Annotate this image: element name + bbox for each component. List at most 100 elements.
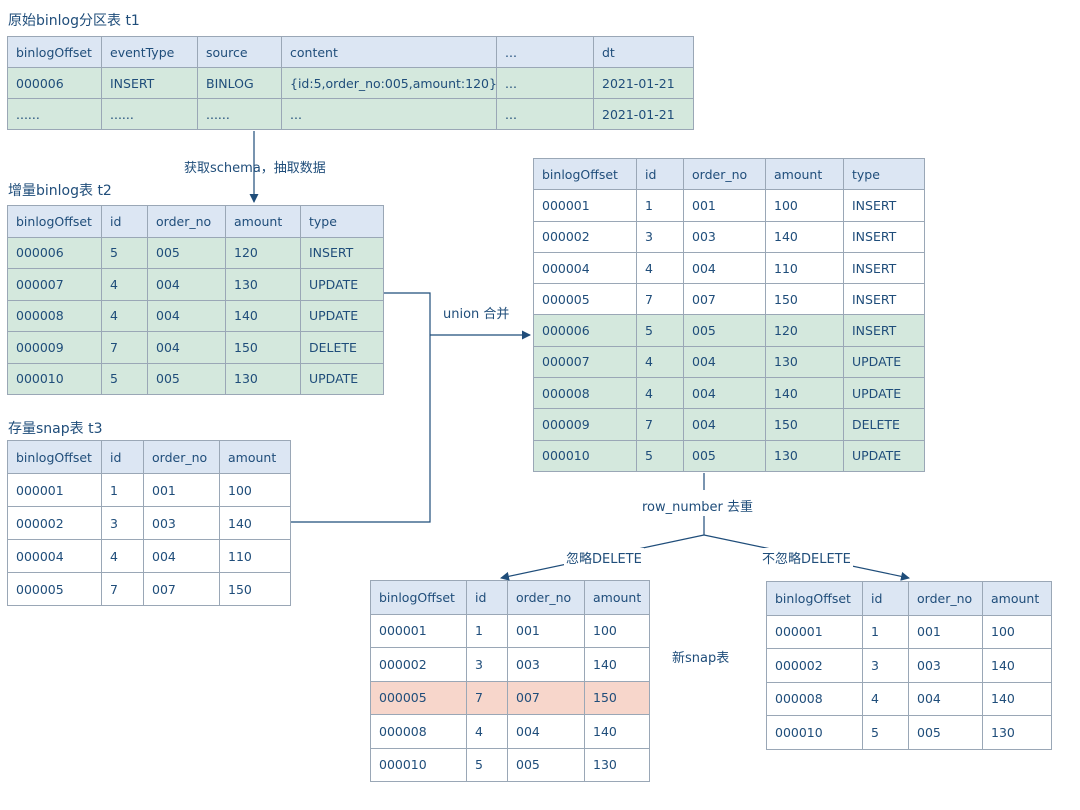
column-header: id: [101, 205, 148, 238]
table-cell: 7: [636, 283, 684, 316]
table-cell: 000010: [533, 439, 637, 472]
table-cell: 000002: [533, 220, 637, 253]
table-cell: 100: [982, 614, 1052, 649]
column-header: binlogOffset: [7, 36, 102, 68]
table-cell: 100: [219, 473, 291, 507]
table-cell: 1: [636, 189, 684, 222]
column-header: order_no: [683, 157, 766, 191]
table-cell: UPDATE: [843, 439, 925, 472]
table-cell: 004: [683, 251, 766, 285]
table-cell: INSERT: [843, 220, 925, 253]
table-cell: 005: [683, 439, 766, 472]
table-cell: INSERT: [843, 189, 925, 222]
table-cell: UPDATE: [843, 377, 925, 410]
table-cell: ......: [7, 98, 102, 130]
ignore-delete-label: 忽略DELETE: [564, 548, 644, 567]
table-cell: 000004: [7, 539, 102, 573]
table-cell: 001: [683, 189, 766, 222]
table-cell: 1: [101, 473, 144, 507]
table-cell: 001: [908, 614, 983, 649]
table-cell: 4: [101, 539, 144, 573]
table-cell: 130: [225, 268, 301, 301]
table-cell: 7: [101, 572, 144, 606]
table-cell: 000001: [7, 473, 102, 507]
table-cell: 007: [143, 572, 220, 606]
column-header: amount: [982, 581, 1052, 616]
column-header: amount: [584, 580, 650, 615]
table-cell: 007: [683, 283, 766, 316]
column-header: order_no: [908, 581, 983, 616]
table-cell: 004: [683, 408, 766, 441]
column-header: binlogOffset: [7, 205, 102, 238]
table-cell: 100: [765, 189, 844, 222]
column-header: content: [281, 36, 497, 68]
table-cell: 000008: [370, 714, 467, 749]
table-cell: 5: [101, 236, 148, 269]
t3-title: 存量snap表 t3: [8, 421, 103, 437]
table-cell: 000010: [766, 715, 863, 750]
table-cell: INSERT: [843, 314, 925, 347]
table-cell: 000010: [370, 747, 467, 782]
table-cell: 003: [908, 648, 983, 683]
table-cell: DELETE: [300, 331, 384, 364]
table-cell: UPDATE: [300, 299, 384, 332]
table-cell: 120: [765, 314, 844, 347]
table-cell: 130: [765, 345, 844, 379]
table-cell: 4: [636, 377, 684, 410]
table-cell: 130: [982, 715, 1052, 750]
column-header: source: [197, 36, 282, 68]
union-connector-t2: [384, 292, 431, 335]
table-cell: 000005: [370, 680, 467, 715]
table-cell: ......: [197, 98, 282, 130]
table-cell: INSERT: [300, 236, 384, 269]
table-cell: 3: [101, 506, 144, 540]
table-cell: 000005: [533, 283, 637, 316]
t1-title: 原始binlog分区表 t1: [8, 13, 140, 29]
table-cell: 3: [636, 220, 684, 253]
table-cell: 007: [507, 680, 585, 715]
keep-delete-label: 不忽略DELETE: [760, 548, 853, 567]
table-cell: 4: [101, 268, 148, 301]
table-cell: 110: [219, 539, 291, 573]
table-cell: ......: [101, 98, 198, 130]
table-cell: 000001: [766, 614, 863, 649]
table-cell: 005: [507, 747, 585, 782]
row-number-label: row_number 去重: [642, 500, 754, 515]
table-cell: 000002: [7, 506, 102, 540]
table-cell: 110: [765, 251, 844, 285]
table-cell: 130: [225, 362, 301, 395]
table-cell: 001: [143, 473, 220, 507]
column-header: amount: [765, 157, 844, 191]
table-cell: 004: [143, 539, 220, 573]
column-header: type: [300, 205, 384, 238]
table-cell: 000002: [370, 647, 467, 682]
table-cell: 140: [765, 377, 844, 410]
table-cell: 000007: [7, 268, 102, 301]
table-cell: {id:5,order_no:005,amount:120}: [281, 67, 497, 99]
table-cell: 3: [862, 648, 909, 683]
table-cell: 150: [765, 283, 844, 316]
table-cell: 5: [101, 362, 148, 395]
table-cell: 5: [862, 715, 909, 750]
table-cell: 000005: [7, 572, 102, 606]
